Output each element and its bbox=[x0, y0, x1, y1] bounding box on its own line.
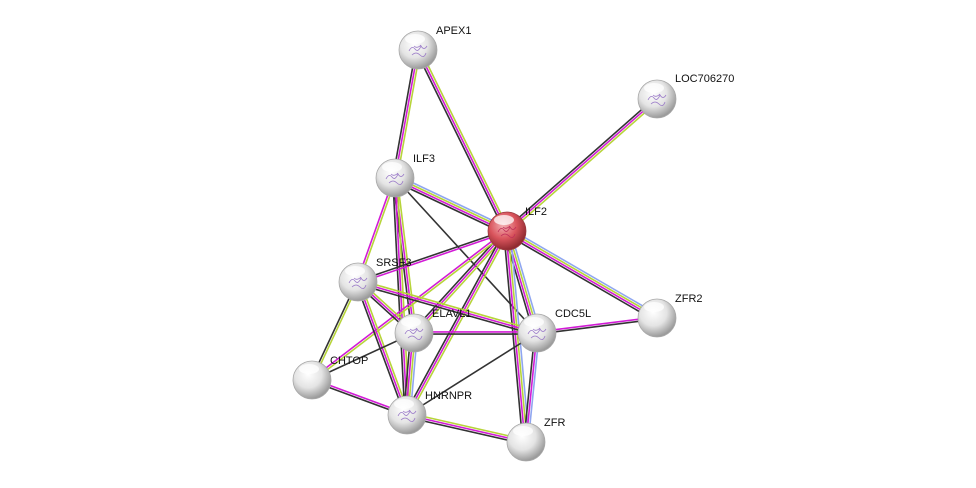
node-label: SRSF3 bbox=[376, 257, 411, 269]
edge-evidence-coexpression bbox=[502, 231, 524, 443]
edge-evidence-coexpression bbox=[393, 180, 506, 235]
edge-evidence-experiments bbox=[417, 49, 508, 232]
protein-structure-icon bbox=[527, 327, 547, 340]
edge-evidence-textmining bbox=[358, 279, 538, 332]
edge-SRSF3-CDC5L[interactable] bbox=[357, 279, 538, 336]
edge-evidence-textmining bbox=[408, 231, 510, 417]
edge-evidence-coexpression bbox=[404, 229, 506, 415]
edge-evidence-textmining bbox=[419, 48, 510, 231]
edge-evidence-experiments bbox=[357, 281, 408, 416]
edge-evidence-experiments bbox=[357, 281, 538, 334]
edge-evidence-textmining bbox=[507, 230, 528, 442]
edge-evidence-experiments bbox=[506, 231, 657, 320]
node-zfr2[interactable]: ZFR2 bbox=[637, 293, 703, 338]
node-ilf3[interactable]: ILF3 bbox=[375, 153, 435, 198]
node-highlight bbox=[644, 83, 664, 93]
edge-evidence-experiments bbox=[406, 414, 527, 443]
edge-ELAVL1-CDC5L[interactable] bbox=[414, 331, 537, 335]
edge-evidence-coexpression bbox=[406, 416, 526, 445]
node-loc706270[interactable]: LOC706270 bbox=[637, 73, 734, 119]
node-highlight bbox=[382, 162, 402, 172]
edge-evidence-experiments bbox=[406, 230, 508, 416]
protein-structure-icon bbox=[404, 327, 424, 340]
edge-ILF3-ILF2[interactable] bbox=[393, 174, 509, 235]
edge-evidence-coexpression bbox=[357, 229, 507, 282]
node-highlight bbox=[513, 426, 533, 436]
node-elavl1[interactable]: ELAVL1 bbox=[394, 308, 472, 353]
node-label: ILF3 bbox=[413, 153, 435, 165]
node-label: CDC5L bbox=[555, 308, 591, 320]
node-label: ZFR2 bbox=[675, 293, 703, 305]
edge-evidence-coexpression bbox=[406, 332, 538, 416]
edge-evidence-experiments bbox=[358, 231, 508, 284]
node-ilf2[interactable]: ILF2 bbox=[487, 206, 547, 251]
edge-evidence-coexpression bbox=[357, 283, 537, 336]
node-label: ILF2 bbox=[525, 206, 547, 218]
edge-evidence-textmining bbox=[396, 177, 417, 333]
edge-HNRNPR-ZFR[interactable] bbox=[406, 412, 527, 445]
edge-evidence-experiments bbox=[536, 316, 657, 333]
node-cdc5l[interactable]: CDC5L bbox=[517, 308, 591, 353]
edge-evidence-coexpression bbox=[392, 49, 417, 178]
node-chtop[interactable]: CHTOP bbox=[292, 355, 368, 400]
edge-evidence-textmining bbox=[507, 100, 659, 234]
protein-structure-icon bbox=[497, 225, 517, 238]
edge-evidence-experiments bbox=[505, 231, 526, 443]
edge-evidence-databases bbox=[396, 174, 509, 229]
node-apex1[interactable]: APEX1 bbox=[398, 25, 471, 70]
node-label: ZFR bbox=[544, 417, 565, 429]
node-label: ELAVL1 bbox=[432, 308, 472, 320]
edge-ILF2-SRSF3[interactable] bbox=[357, 229, 508, 284]
edge-evidence-coexpression bbox=[504, 233, 656, 322]
edge-evidence-textmining bbox=[396, 50, 421, 179]
edge-APEX1-ILF3[interactable] bbox=[392, 49, 421, 179]
edge-evidence-textmining bbox=[415, 231, 510, 336]
protein-structure-icon bbox=[408, 44, 428, 57]
node-srsf3[interactable]: SRSF3 bbox=[338, 257, 411, 302]
edge-ILF2-HNRNPR[interactable] bbox=[404, 229, 510, 417]
edge-CDC5L-ZFR2[interactable] bbox=[536, 316, 658, 335]
edge-APEX1-ILF2[interactable] bbox=[415, 48, 510, 233]
edge-evidence-experiments bbox=[394, 178, 507, 233]
edge-evidence-coexpression bbox=[505, 96, 657, 230]
protein-structure-icon bbox=[348, 276, 368, 289]
protein-structure-icon bbox=[647, 93, 667, 106]
node-label: LOC706270 bbox=[675, 73, 734, 85]
edge-evidence-experiments bbox=[506, 98, 658, 232]
node-label: CHTOP bbox=[330, 355, 368, 367]
node-highlight bbox=[644, 302, 664, 312]
edge-evidence-coexpression bbox=[537, 318, 658, 335]
edge-ILF2-CHTOP[interactable] bbox=[310, 229, 509, 382]
edge-evidence-coexpression bbox=[415, 50, 506, 233]
protein-structure-icon bbox=[397, 409, 417, 422]
edge-evidence-databases bbox=[508, 227, 660, 316]
node-highlight bbox=[405, 34, 425, 44]
node-hnrnpr[interactable]: HNRNPR bbox=[387, 390, 472, 435]
edge-LOC706270-ILF2[interactable] bbox=[505, 96, 659, 234]
edge-evidence-textmining bbox=[395, 176, 508, 231]
edge-ILF2-ELAVL1[interactable] bbox=[411, 228, 510, 336]
node-highlight bbox=[345, 266, 365, 276]
node-highlight bbox=[494, 215, 514, 225]
edge-ILF2-ZFR2[interactable] bbox=[504, 227, 660, 322]
node-highlight bbox=[401, 317, 421, 327]
edge-evidence-experiments bbox=[310, 229, 507, 380]
node-zfr[interactable]: ZFR bbox=[506, 417, 565, 462]
node-highlight bbox=[299, 364, 319, 374]
edge-evidence-textmining bbox=[507, 229, 658, 318]
edge-evidence-textmining bbox=[312, 231, 509, 382]
edge-evidence-textmining bbox=[407, 412, 527, 441]
node-highlight bbox=[394, 399, 414, 409]
edge-CDC5L-HNRNPR[interactable] bbox=[406, 332, 538, 416]
node-label: HNRNPR bbox=[425, 390, 472, 402]
node-highlight bbox=[524, 317, 544, 327]
edge-evidence-textmining bbox=[359, 280, 410, 415]
edge-evidence-coexpression bbox=[411, 228, 506, 333]
node-label: APEX1 bbox=[436, 25, 471, 37]
edge-evidence-experiments bbox=[394, 49, 419, 179]
protein-structure-icon bbox=[385, 172, 405, 185]
edge-evidence-experiments bbox=[413, 230, 508, 334]
